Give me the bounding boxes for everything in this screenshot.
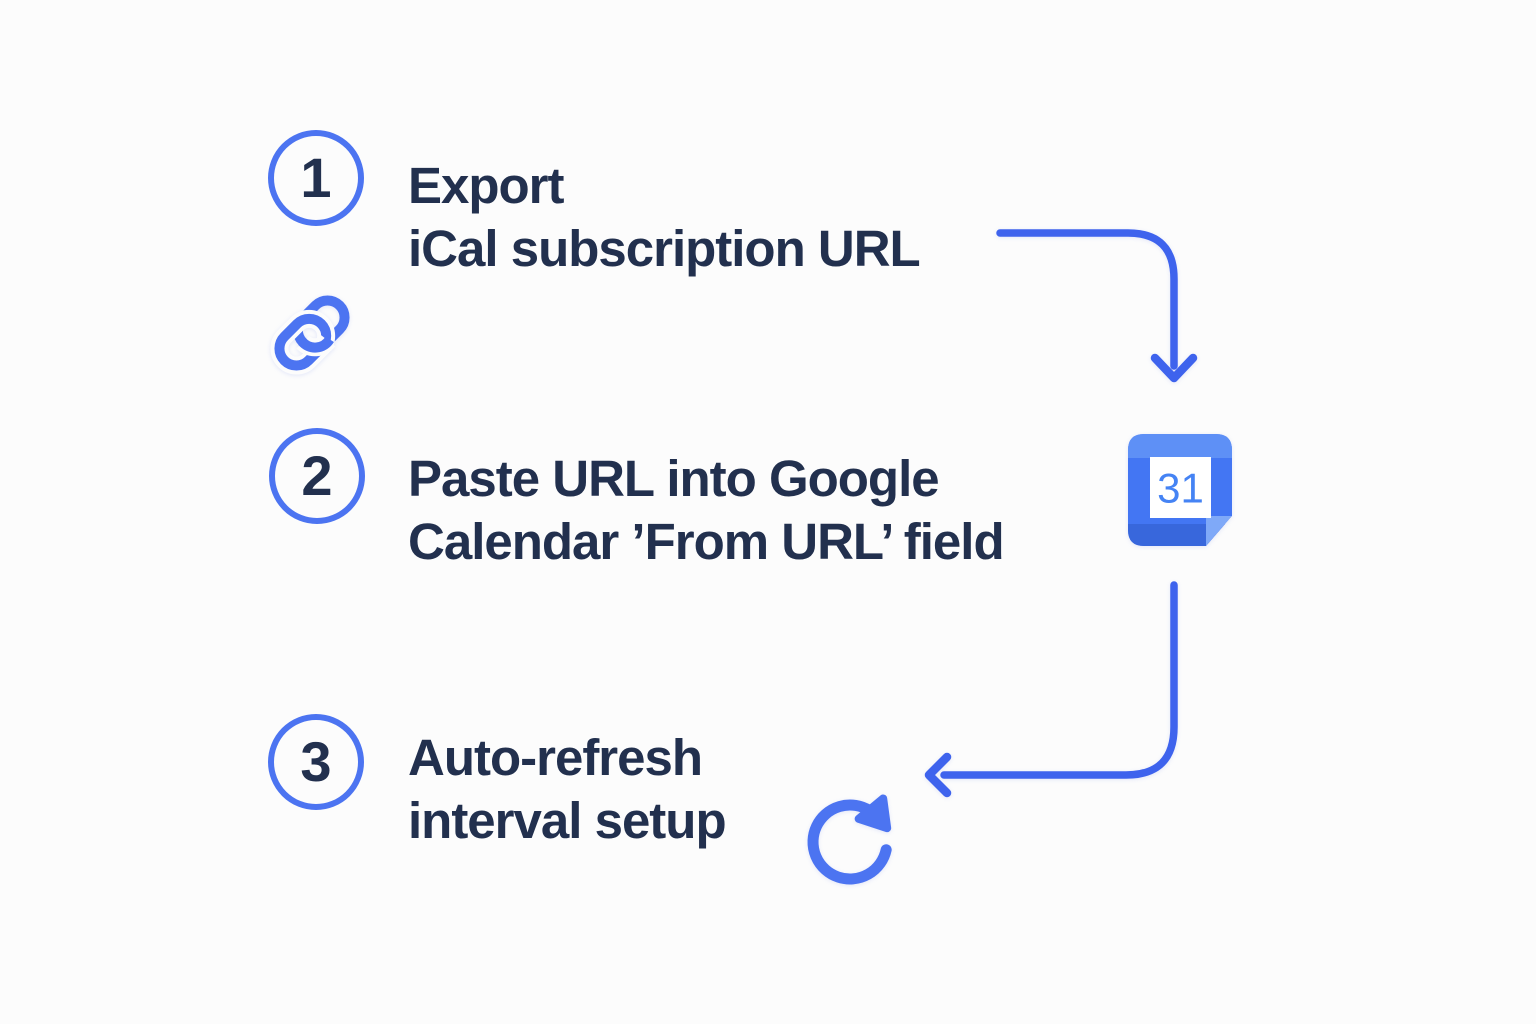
arrow-calendar-to-step3: [924, 581, 1178, 798]
link-interlock-segment: [298, 336, 334, 353]
step-1-label-line-2: iCal subscription URL: [408, 220, 921, 277]
link-icon: [270, 295, 350, 375]
step-2-label-line-2: Calendar ’From URL’ field: [408, 513, 1005, 570]
arrow-2-head-chevron-left: [924, 752, 952, 798]
arrow-1-head-chevron-down: [1150, 353, 1198, 383]
step-2-label-line-1: Paste URL into Google: [408, 450, 940, 507]
step-2-badge: 2: [269, 428, 365, 524]
calendar-folded-corner: [1206, 516, 1232, 546]
arrow-2-line: [940, 581, 1178, 779]
step-1-badge: 1: [268, 130, 364, 226]
step-3-number: 3: [300, 730, 332, 793]
step-3-label-line-1: Auto-refresh: [408, 729, 703, 786]
step-3-badge: 3: [268, 714, 364, 810]
step-1-label: Export iCal subscription URL: [408, 154, 921, 280]
step-3-label-line-2: interval setup: [408, 792, 727, 849]
arrow-step1-to-calendar: [996, 229, 1198, 383]
refresh-arrowhead: [854, 794, 892, 833]
arrow-1-line: [996, 229, 1178, 370]
step-2-number: 2: [301, 444, 333, 507]
calendar-top-band: [1128, 434, 1232, 458]
refresh-icon: [807, 794, 892, 885]
calendar-day-number: 31: [1157, 465, 1204, 512]
calendar-date-panel: [1150, 457, 1211, 518]
google-calendar-icon: 31: [1128, 434, 1232, 546]
step-1-number: 1: [300, 146, 332, 209]
refresh-arc: [807, 799, 892, 885]
step-3-label: Auto-refresh interval setup: [408, 726, 727, 852]
step-2-label: Paste URL into Google Calendar ’From URL…: [408, 447, 1005, 573]
step-1-label-line-1: Export: [408, 157, 565, 214]
